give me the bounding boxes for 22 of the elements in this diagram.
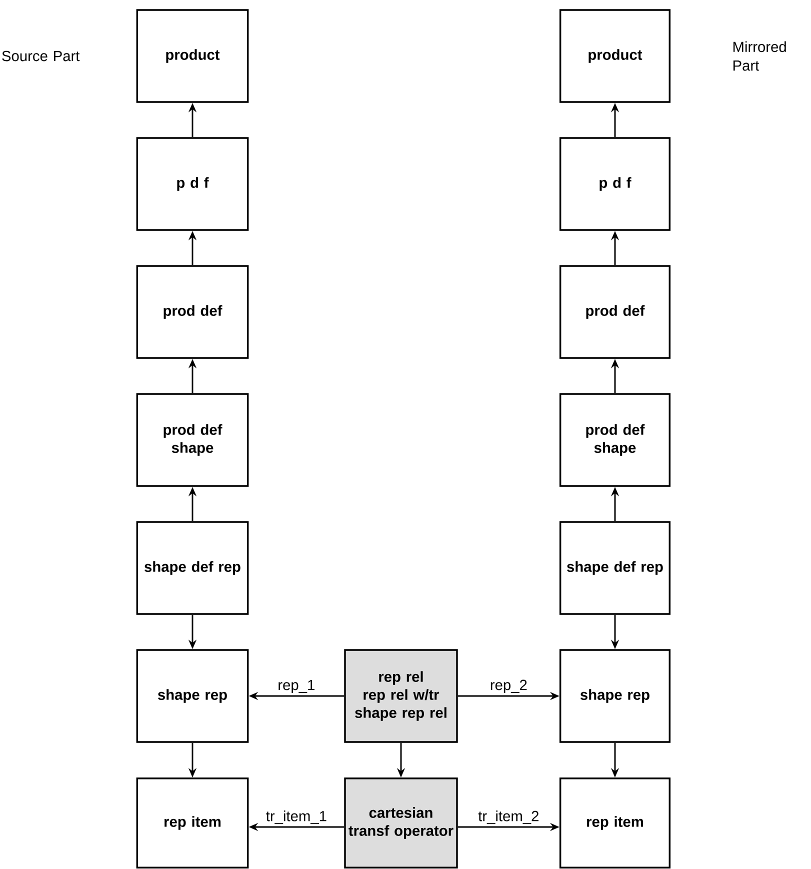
entity-box: product	[559, 9, 671, 103]
side-label: Source Part	[2, 50, 80, 62]
entity-box: shape def rep	[136, 521, 249, 615]
entity-box: prod def	[559, 265, 671, 359]
entity-box: rep item	[559, 777, 671, 869]
entity-box: product	[136, 9, 249, 103]
entity-box: shape def rep	[559, 521, 671, 615]
entity-box: shape rep	[559, 649, 671, 743]
edge-label: tr_item_2	[476, 809, 541, 826]
entity-box: shape rep	[136, 649, 249, 743]
entity-box: p d f	[136, 137, 249, 231]
relation-box: cartesian transf operator	[344, 777, 458, 869]
entity-box: prod def shape	[559, 393, 671, 487]
entity-box: rep item	[136, 777, 249, 869]
edge-label: tr_item_1	[264, 809, 328, 826]
relation-box: rep rel rep rel w/tr shape rep rel	[344, 649, 458, 743]
entity-box: p d f	[559, 137, 671, 231]
entity-box: prod def shape	[136, 393, 249, 487]
side-label: Mirrored Part	[733, 41, 786, 71]
entity-box: prod def	[136, 265, 249, 359]
edge-label: rep_2	[488, 678, 529, 694]
edge-label: rep_1	[276, 678, 316, 694]
